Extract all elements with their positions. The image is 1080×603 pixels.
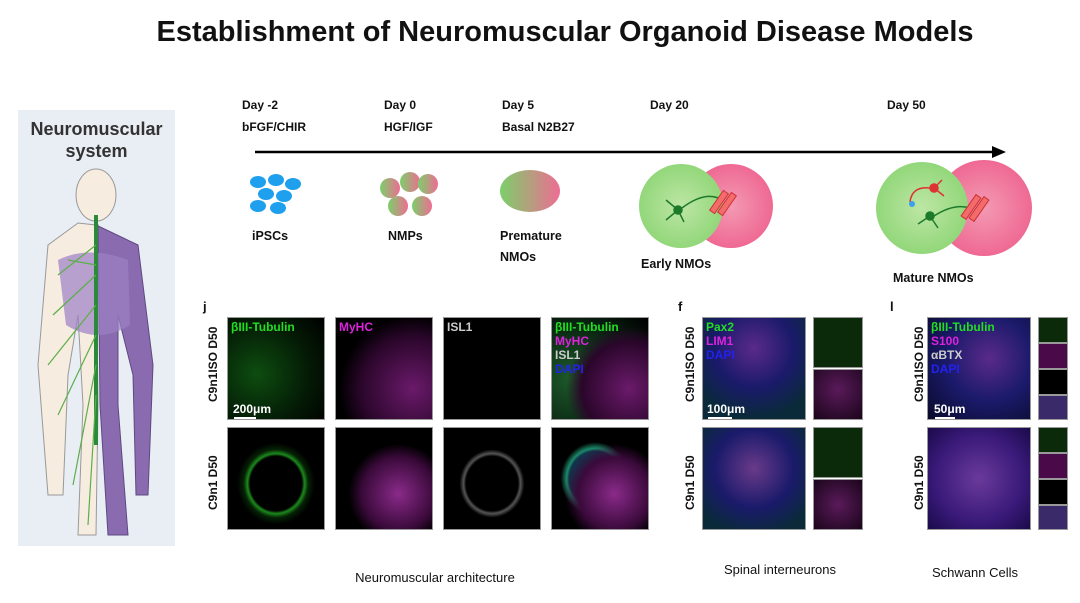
stage-mature-nmos: Mature NMOs xyxy=(893,271,974,285)
stage-ipscs: iPSCs xyxy=(252,229,289,243)
j-tubulin-c9 xyxy=(227,427,325,530)
panel-j-letter: j xyxy=(203,299,207,314)
stage-early-nmos: Early NMOs xyxy=(641,257,712,271)
f-pax2-iso xyxy=(813,317,863,368)
l-merge-c9 xyxy=(927,427,1031,530)
ipsc-cells-icon xyxy=(250,174,301,214)
panel-l-row2-label: C9n1 D50 xyxy=(912,455,926,510)
nmp-cells-icon xyxy=(380,172,438,216)
panel-f-caption: Spinal interneurons xyxy=(723,562,837,577)
figure-title: Establishment of Neuromuscular Organoid … xyxy=(156,16,974,48)
timeline-day-20: Day 20 xyxy=(650,98,689,112)
l-s100-c9 xyxy=(1038,453,1068,479)
f-merge-c9 xyxy=(702,427,806,530)
l-mini-merge-iso xyxy=(1038,395,1068,420)
l-abtx-c9 xyxy=(1038,479,1068,505)
l-s100-iso xyxy=(1038,343,1068,369)
panel-j-row1-label: C9n1ISO D50 xyxy=(206,326,220,402)
j-isl1-c9 xyxy=(443,427,541,530)
early-nmo-icon xyxy=(639,164,773,248)
human-body-illustration xyxy=(37,168,154,536)
j-merge-c9 xyxy=(551,427,649,530)
panel-l-letter: l xyxy=(890,299,894,314)
f-lim1-iso xyxy=(813,369,863,420)
stage-nmps: NMPs xyxy=(388,229,423,243)
timeline-arrow xyxy=(255,146,1006,158)
j-isl1-iso: ISL1 xyxy=(443,317,541,420)
j-myhc-iso: MyHC xyxy=(335,317,433,420)
panel-f-row1-label: C9n1ISO D50 xyxy=(683,326,697,402)
l-tubulin-c9 xyxy=(1038,427,1068,453)
l-abtx-iso xyxy=(1038,369,1068,395)
premature-nmo-icon xyxy=(500,170,560,212)
panel-l-row1-label: C9n1ISO D50 xyxy=(912,326,926,402)
panel-j-caption: Neuromuscular architecture xyxy=(355,570,515,585)
timeline-day-50: Day 50 xyxy=(887,98,926,112)
panel-f-letter: f xyxy=(678,299,683,314)
panel-l-caption: Schwann Cells xyxy=(932,565,1018,580)
l-tubulin-iso xyxy=(1038,317,1068,343)
mature-nmo-icon xyxy=(876,160,1032,256)
f-lim1-c9 xyxy=(813,479,863,530)
panel-j-row2-label: C9n1 D50 xyxy=(206,455,220,510)
j-myhc-c9 xyxy=(335,427,433,530)
panel-f-row2-label: C9n1 D50 xyxy=(683,455,697,510)
l-mini-merge-c9 xyxy=(1038,505,1068,530)
f-pax2-c9 xyxy=(813,427,863,478)
